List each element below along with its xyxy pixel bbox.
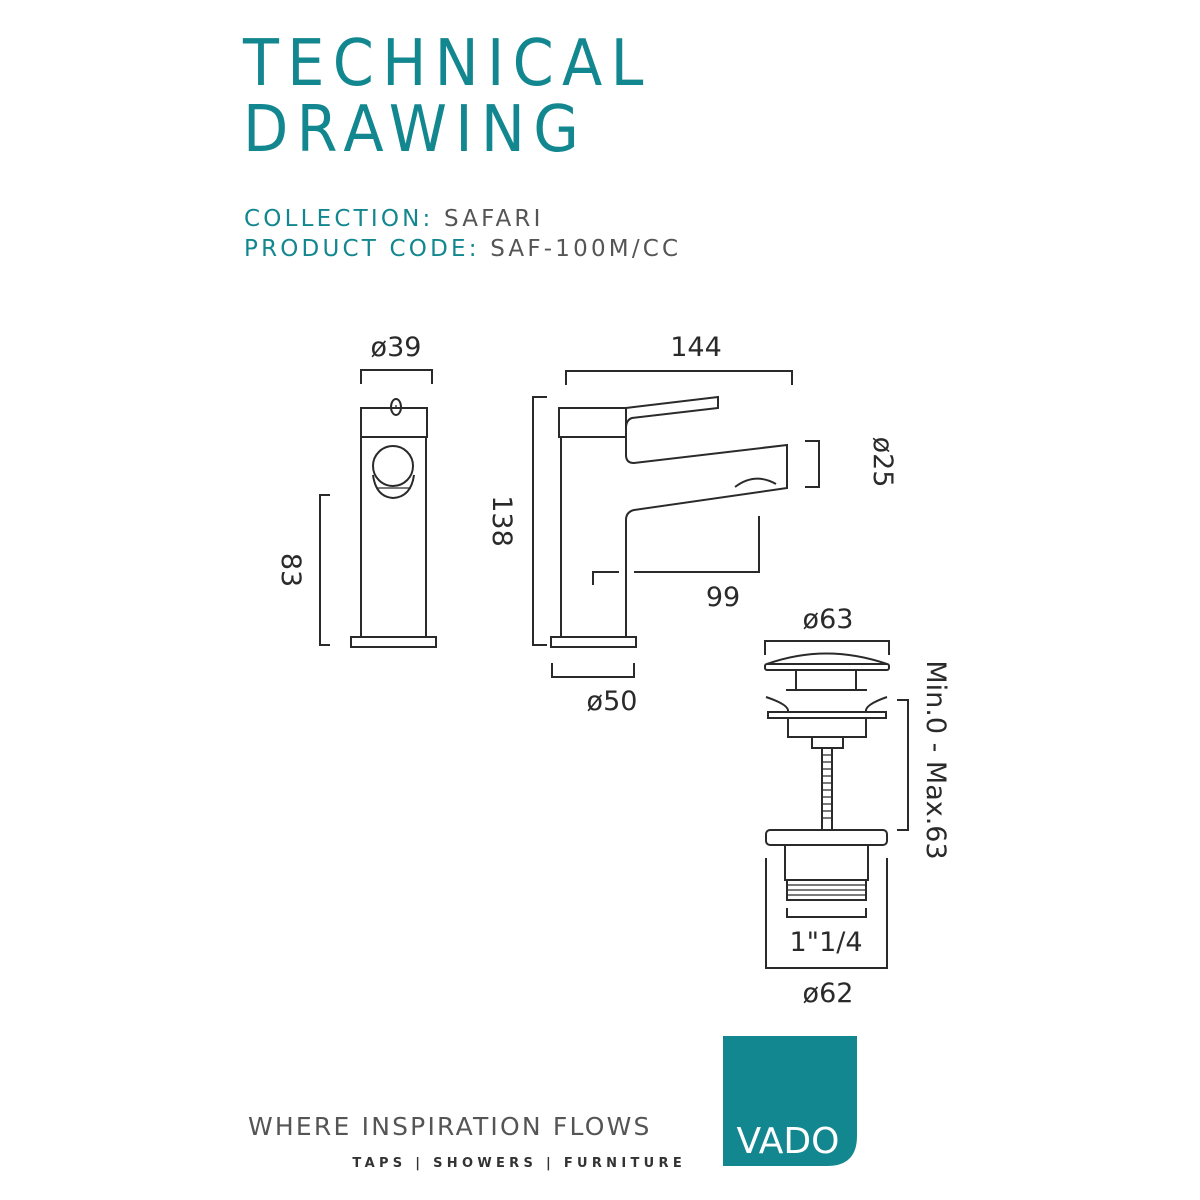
dim-waste-thread: 1"1/4 [789,927,862,958]
tagline: WHERE INSPIRATION FLOWS [248,1112,652,1141]
dim-spout-diameter: ø25 [867,437,898,488]
dim-waste-cap: ø63 [803,604,854,635]
waste-drawing: ø63 Min.0 - Max.63 1"1/4 ø62 [764,604,951,1009]
dim-overall-height: 138 [486,495,517,547]
dim-waste-range: Min.0 - Max.63 [920,660,951,859]
title-line-1: TECHNICAL [243,27,652,101]
dim-side-height: 83 [275,553,306,587]
dim-side-width: ø39 [371,332,422,363]
dim-overall-length: 144 [670,332,722,363]
product-code-value: SAF-100M/CC [490,236,682,262]
dim-waste-flange: ø62 [803,978,854,1009]
dim-spout-reach: 99 [706,582,740,613]
subline: TAPS | SHOWERS | FURNITURE [352,1156,686,1171]
product-code-label: PRODUCT CODE: [244,236,480,262]
collection-value: SAFARI [444,206,544,232]
tap-front-view: 144 138 ø25 99 ø50 [486,332,898,717]
dim-base-diameter: ø50 [587,686,638,717]
product-code-line: PRODUCT CODE: SAF-100M/CC [244,238,681,261]
collection-label: COLLECTION: [244,206,434,232]
title-line-2: DRAWING [243,93,588,167]
tap-side-view: ø39 83 [275,332,437,648]
logo-text: VADO [736,1121,839,1162]
vado-logo: VADO [723,1036,857,1166]
collection-line: COLLECTION: SAFARI [244,208,544,231]
